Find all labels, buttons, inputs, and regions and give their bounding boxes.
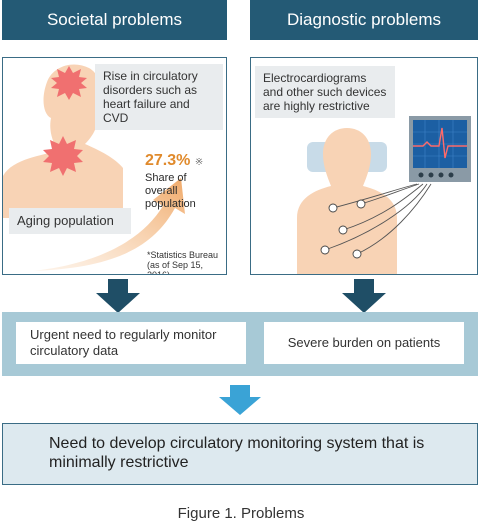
- ecg-monitor-icon: [409, 116, 471, 182]
- consequence-band: Urgent need to regularly monitor circula…: [2, 312, 478, 376]
- percent-value: 27.3%: [145, 152, 191, 169]
- electrode-icons: [320, 199, 366, 259]
- ecg-patient-illustration: [297, 116, 471, 274]
- conclusion-text: Need to develop circulatory monitoring s…: [49, 435, 425, 471]
- patient-burden-box: Severe burden on patients: [264, 322, 464, 364]
- percent-figure: 27.3% ※: [145, 152, 203, 170]
- left-down-arrow-icon: [96, 279, 140, 313]
- percent-mark: ※: [194, 157, 204, 168]
- disorder-note: Rise in circulatory disorders such as he…: [95, 64, 223, 130]
- diagnostic-problems-panel: Electrocardiograms and other such device…: [250, 57, 478, 275]
- aging-figure-illustration: [3, 64, 185, 271]
- chest-pain-burst-icon: [43, 136, 83, 176]
- diagnostic-problems-header: Diagnostic problems: [250, 0, 478, 40]
- source-note: *Statistics Bureau (as of Sep 15, 2016): [147, 250, 219, 275]
- conclusion-box: Need to develop circulatory monitoring s…: [2, 423, 478, 485]
- figure-caption: Figure 1. Problems: [177, 505, 305, 522]
- device-restriction-note: Electrocardiograms and other such device…: [255, 66, 395, 118]
- societal-problems-header: Societal problems: [2, 0, 227, 40]
- head-pain-burst-icon: [51, 66, 87, 100]
- aging-population-label: Aging population: [9, 208, 131, 234]
- urgent-need-box: Urgent need to regularly monitor circula…: [16, 322, 246, 364]
- center-down-arrow-icon: [219, 385, 261, 415]
- right-down-arrow-icon: [342, 279, 386, 313]
- share-text: Share of overall population: [145, 172, 196, 210]
- societal-problems-panel: Rise in circulatory disorders such as he…: [2, 57, 227, 275]
